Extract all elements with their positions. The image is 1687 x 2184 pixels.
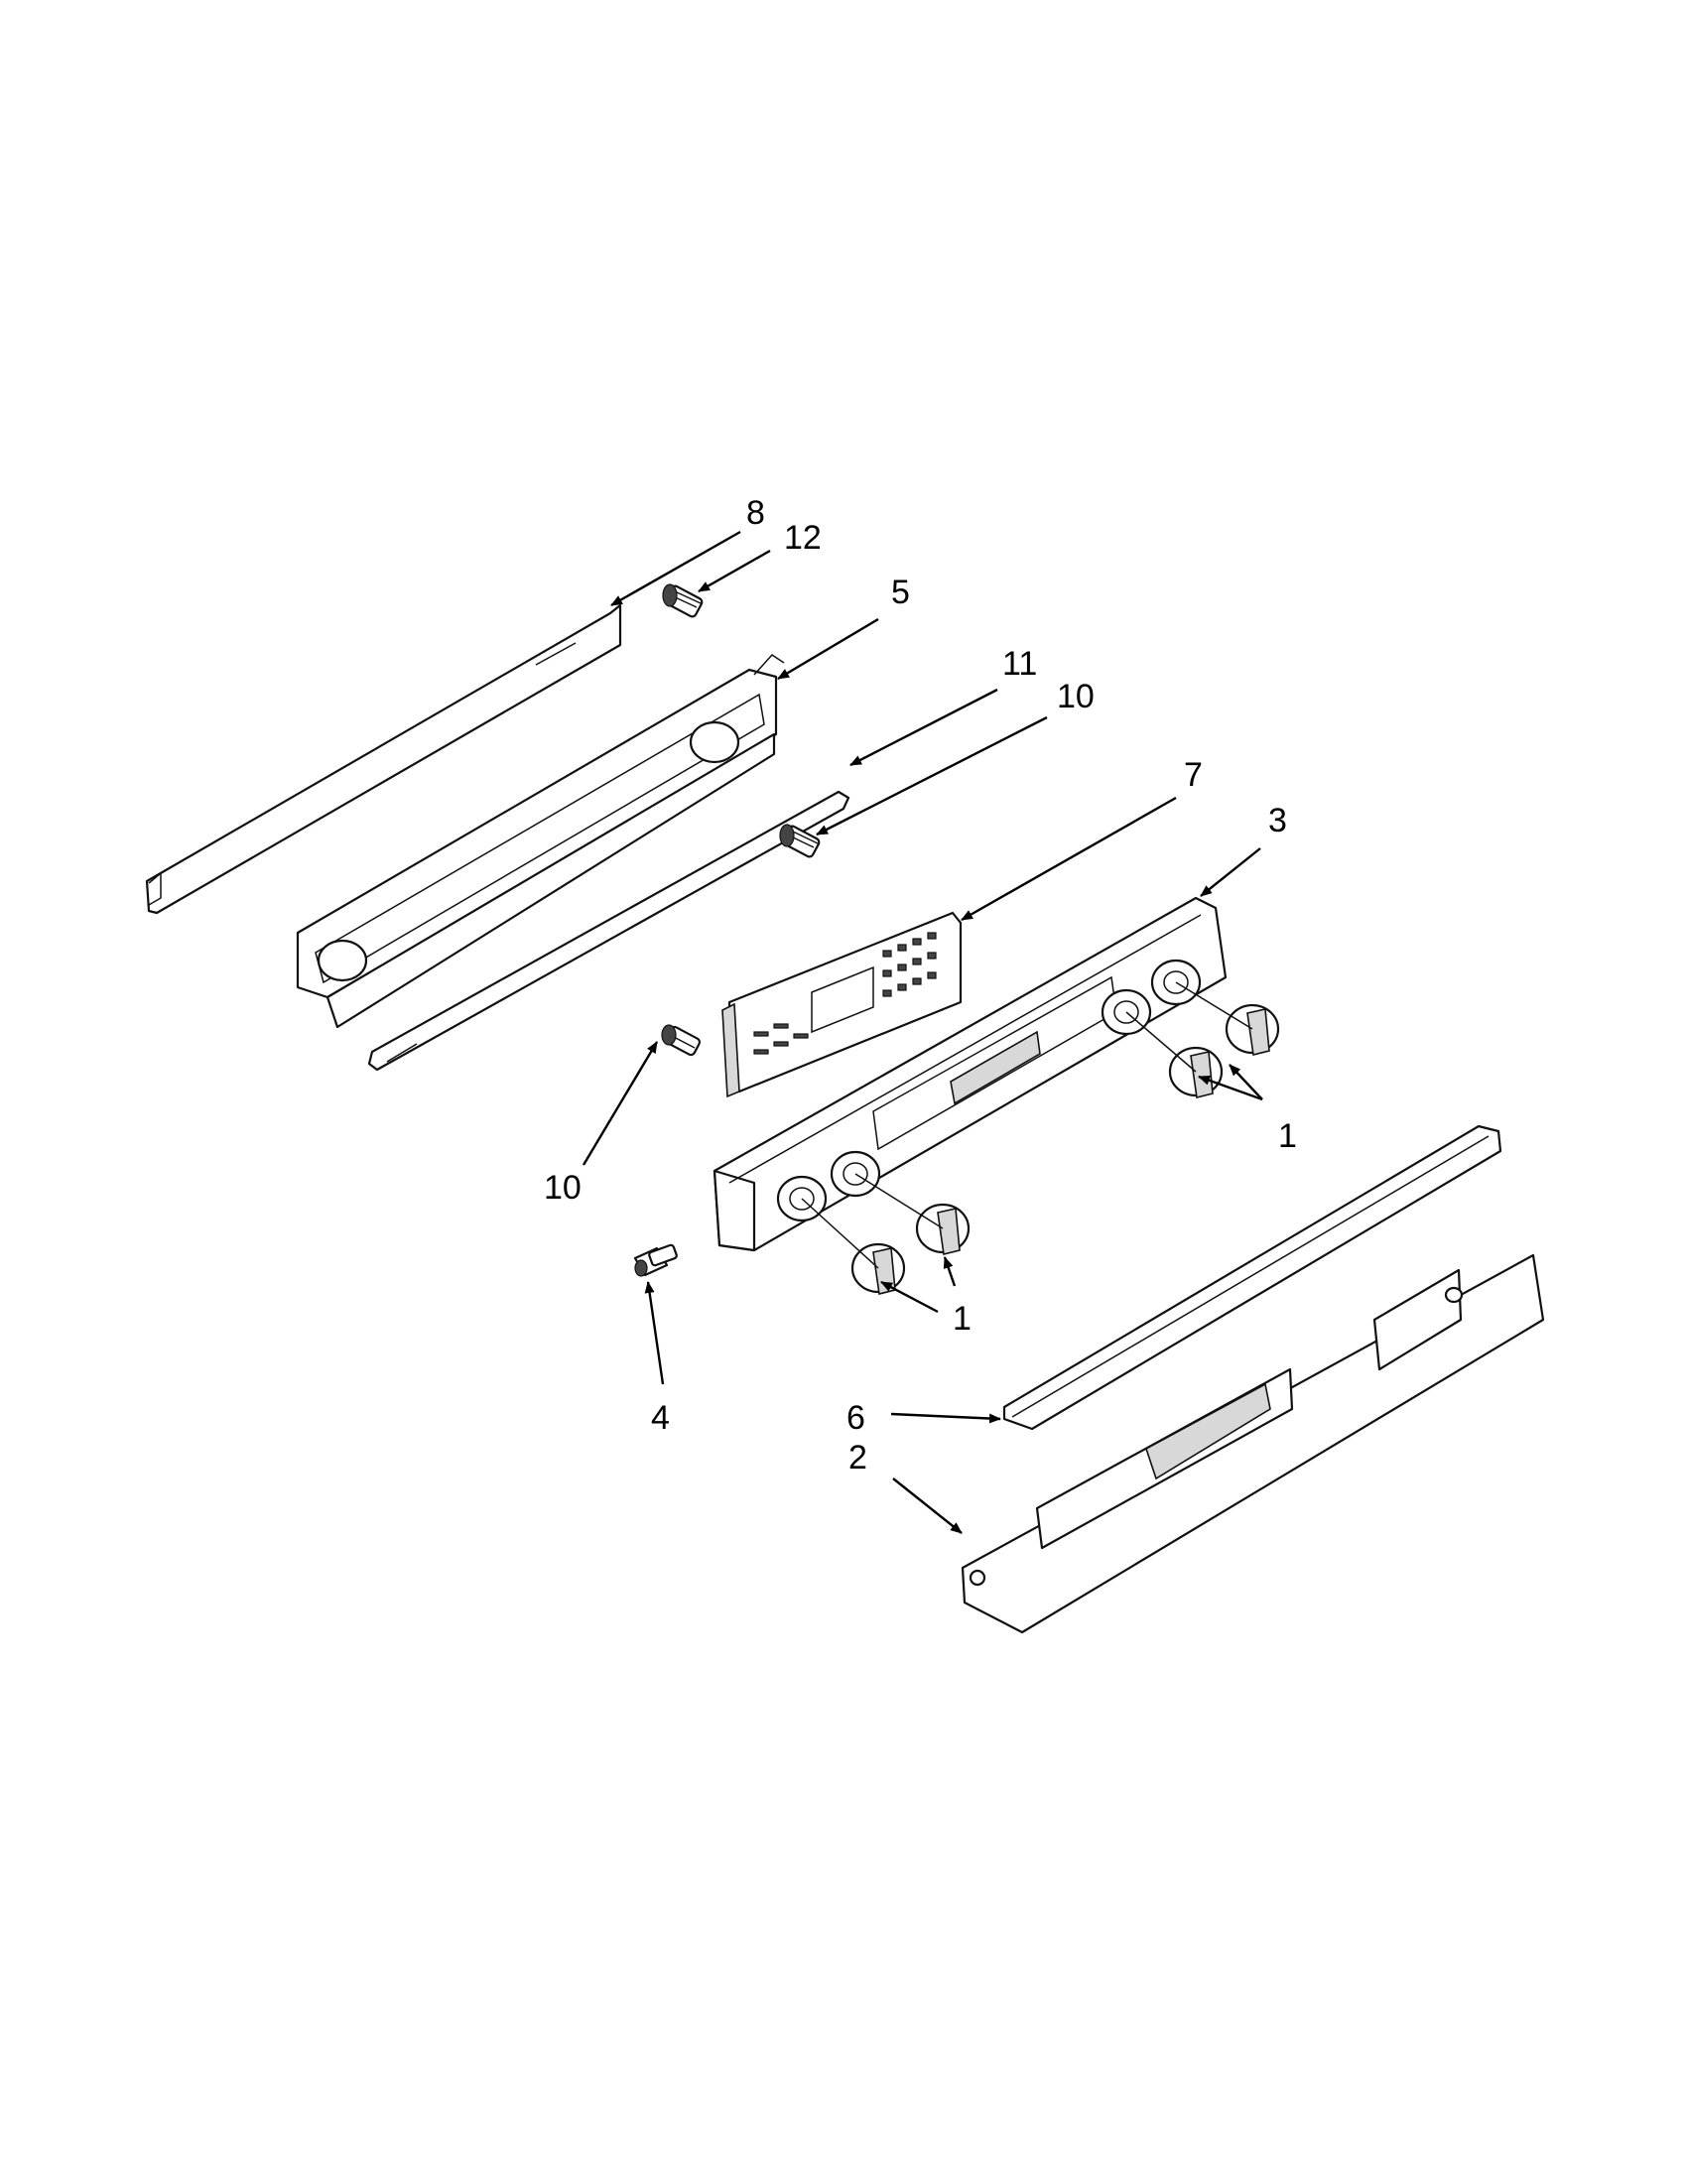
- leader-5: [777, 617, 879, 681]
- leader-1-right-b: [1198, 1075, 1263, 1101]
- callout-11: 11: [1002, 645, 1037, 683]
- leader-6: [890, 1412, 1001, 1424]
- part-1-knobs: [801, 981, 1280, 1295]
- callout-6: 6: [846, 1399, 865, 1437]
- leader-8: [610, 530, 741, 607]
- part-3-control-console: [713, 896, 1228, 1252]
- part-12-screw: [662, 583, 704, 618]
- callout-1-right: 1: [1278, 1117, 1297, 1155]
- callout-labels: 8 12 5 11 10 7 3 1 10 1 4 6 2: [544, 494, 1297, 1477]
- callout-4: 4: [651, 1399, 670, 1437]
- leader-10-upper: [816, 715, 1048, 836]
- part-8-rear-shield: [145, 603, 622, 915]
- leader-12: [698, 549, 771, 593]
- part-10-screw-upper: [779, 824, 821, 858]
- part-7-control-board: [721, 911, 963, 1098]
- callout-12: 12: [784, 519, 822, 557]
- part-6-front-rail: [1002, 1124, 1502, 1431]
- part-2-support-bracket: [961, 1253, 1545, 1634]
- leader-3: [1200, 847, 1261, 897]
- callout-8: 8: [746, 494, 765, 532]
- control-board-keypad: [753, 932, 937, 1055]
- leader-7: [961, 796, 1177, 922]
- callout-10-left: 10: [544, 1169, 582, 1207]
- part-11-trim-strip: [367, 790, 850, 1072]
- knob-icon: [915, 1203, 971, 1255]
- leader-1-left-a: [880, 1280, 939, 1314]
- part-4-screw: [633, 1243, 678, 1277]
- leader-lines: [582, 530, 1263, 1534]
- leader-1-left-b: [943, 1256, 957, 1287]
- part-5-mounting-channel: [296, 654, 785, 1029]
- callout-3: 3: [1268, 802, 1287, 839]
- part-10-screw-left: [661, 1024, 702, 1057]
- callout-7: 7: [1184, 756, 1203, 794]
- callout-2: 2: [848, 1439, 867, 1477]
- callout-1-left: 1: [953, 1300, 972, 1338]
- callout-10-upper: 10: [1057, 678, 1095, 715]
- knob-icon: [1225, 1003, 1280, 1056]
- leader-2: [892, 1477, 963, 1534]
- callout-5: 5: [891, 574, 910, 611]
- leader-1-right-a: [1229, 1064, 1263, 1100]
- leader-10-left: [582, 1041, 659, 1166]
- leader-11: [849, 688, 998, 767]
- leader-4: [644, 1281, 665, 1385]
